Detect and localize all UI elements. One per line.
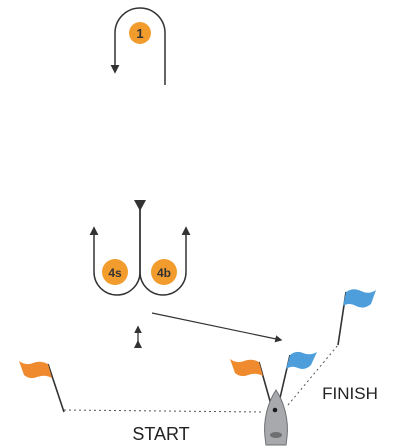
committee-boat-blue-flag — [286, 351, 317, 369]
mark-4s-buoy — [102, 259, 128, 285]
start-pin-flagpole — [47, 363, 65, 413]
start-pin-flag — [19, 361, 52, 379]
mark-1-buoy — [129, 22, 151, 44]
final-leg-arrow — [151, 312, 283, 343]
gate-entry-arrow — [134, 200, 146, 211]
mark-4s-label: 4s — [108, 266, 122, 280]
mark-4b-buoy — [151, 259, 177, 285]
gate-4s-rounding-path — [89, 206, 141, 296]
mark-4b-label: 4b — [157, 266, 171, 280]
finish-line — [287, 344, 339, 406]
finish-pin-flag — [343, 289, 376, 308]
committee-boat-mast — [272, 407, 278, 413]
committee-boat-orange-flag — [230, 359, 263, 377]
mark-1-label: 1 — [136, 26, 143, 41]
start-label: START — [132, 424, 189, 444]
upwind-indicator-base — [134, 340, 142, 348]
committee-boat-hull — [264, 389, 288, 446]
committee-boat-cabin — [270, 432, 282, 438]
mark-1-rounding-path — [110, 7, 166, 85]
finish-label: FINISH — [322, 384, 378, 403]
start-line — [63, 409, 265, 413]
gate-4b-rounding-path — [139, 206, 191, 296]
